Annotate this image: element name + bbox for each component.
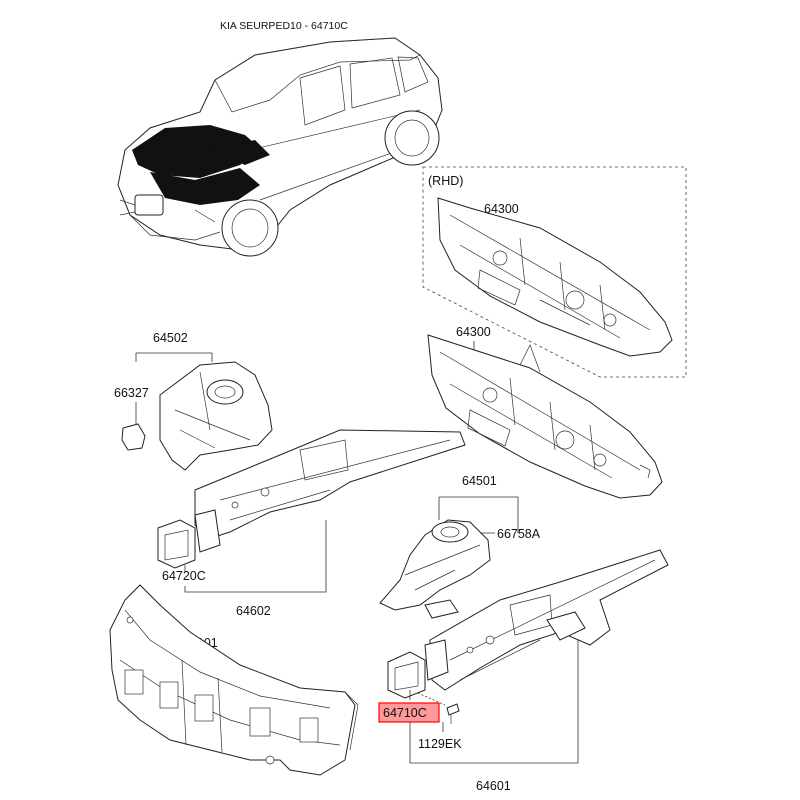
leader-64720c <box>184 520 327 593</box>
wheel-house-64502 <box>121 361 273 471</box>
front-side-member-64602 <box>157 429 466 569</box>
label-66327: 66327 <box>114 386 149 400</box>
label-64300-rhd: 64300 <box>484 202 519 216</box>
leader-64502 <box>135 352 213 362</box>
radiator-support-64101 <box>109 584 359 776</box>
leader-64501 <box>438 496 519 533</box>
label-64710c[interactable]: 64710C <box>383 706 427 720</box>
label-64601: 64601 <box>476 779 511 793</box>
label-64720c: 64720C <box>162 569 206 583</box>
leader-64601 <box>409 640 579 764</box>
dash-panel-64300 <box>427 334 663 499</box>
highlight-box-64710c <box>378 702 440 723</box>
bolt-1129ek <box>446 703 460 724</box>
label-rhd: (RHD) <box>428 174 463 188</box>
label-64501: 64501 <box>462 474 497 488</box>
dash-panel-64300-rhd <box>437 197 673 357</box>
leader-bolt-dashed <box>417 692 446 706</box>
label-66758a: 66758A <box>497 527 541 541</box>
label-1129ek: 1129EK <box>418 737 462 751</box>
label-64502: 64502 <box>153 331 188 345</box>
wheel-house-64501 <box>379 519 491 619</box>
label-64300: 64300 <box>456 325 491 339</box>
diagram-title: KIA SEURPED10 - 64710C <box>220 20 348 32</box>
rhd-dashed-frame <box>422 166 687 378</box>
car-illustration <box>117 37 443 257</box>
front-side-member-64601 <box>387 549 669 699</box>
label-64602: 64602 <box>236 604 271 618</box>
